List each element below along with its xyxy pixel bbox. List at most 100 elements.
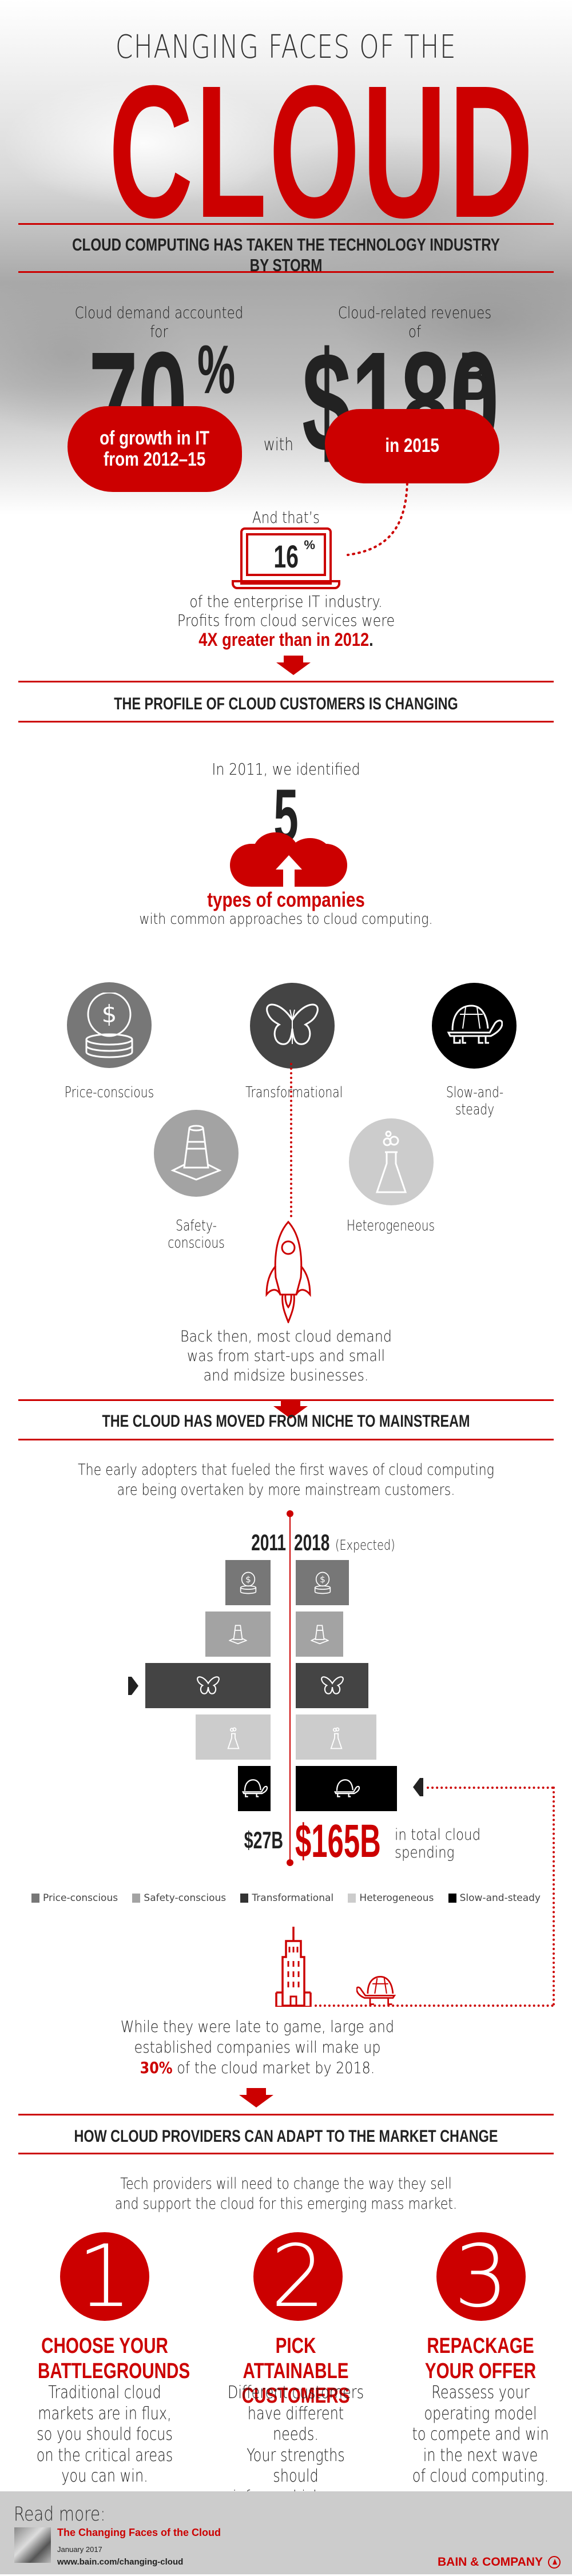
type-label: Slow-and-steady <box>446 1084 504 1118</box>
bar-2018-slow-and-steady <box>296 1766 397 1811</box>
arrow-left-marker <box>413 1778 420 1796</box>
article-link[interactable]: The Changing Faces of the Cloud <box>57 2527 221 2538</box>
year-2011: 2011 <box>251 1530 286 1555</box>
traffic-cone-icon <box>229 1624 247 1644</box>
enterprise-it-text: of the enterprise IT industry. <box>189 592 383 611</box>
bar-2018-heterogeneous <box>296 1714 376 1760</box>
rocket-icon <box>265 1220 311 1323</box>
svg-text:$: $ <box>102 1000 117 1028</box>
bar-2011-safety-conscious <box>205 1612 271 1657</box>
connector-with: with <box>263 435 293 455</box>
divider <box>18 271 554 273</box>
divider <box>18 223 554 225</box>
identified-intro: In 2011, we identified <box>212 760 360 779</box>
turtle-icon <box>241 1779 268 1797</box>
bar-2011-slow-and-steady <box>238 1766 271 1811</box>
laptop-icon: 16 % <box>232 527 340 590</box>
arrow-down-icon <box>239 2088 273 2107</box>
step-1: 1 <box>60 2227 149 2327</box>
butterfly-icon <box>320 1676 344 1694</box>
bar-2011-heterogeneous <box>196 1714 271 1760</box>
turtle-icon <box>447 1005 503 1044</box>
divider <box>18 1399 554 1401</box>
legend-item: Heterogeneous <box>348 1892 434 1904</box>
bain-logo: BAIN & COMPANY <box>438 2555 561 2569</box>
step-2: 2 <box>253 2227 343 2327</box>
footer: Read more: The Changing Faces of the Clo… <box>0 2491 572 2574</box>
expected-note: (Expected) <box>335 1537 395 1553</box>
arrow-left-marker-stem <box>420 1778 423 1796</box>
divider <box>18 1439 554 1440</box>
arrow-right-marker-stem <box>128 1677 132 1695</box>
axis-bottom-dot <box>287 1859 293 1866</box>
red-cloud-2015: in 2015 <box>325 409 499 483</box>
turtle-icon <box>333 1779 360 1797</box>
type-heterogeneous <box>349 1118 434 1205</box>
dotted-connector <box>315 2005 554 2007</box>
section-heading-storm: CLOUD COMPUTING HAS TAKEN THE TECHNOLOGY… <box>72 235 500 275</box>
bar-2011-transformational <box>145 1663 271 1708</box>
mainstream-intro: The early adopters that fueled the first… <box>78 1461 494 1499</box>
4x-highlight: 4X greater than in 2012. <box>198 629 374 650</box>
divider <box>18 681 554 682</box>
traffic-cone-icon <box>170 1125 222 1181</box>
dotted-connector <box>347 477 408 556</box>
axis-top-dot <box>287 1510 293 1517</box>
bar-2011-price-conscious: $ <box>225 1560 271 1605</box>
legend-item: Safety-conscious <box>132 1892 226 1904</box>
step-3: 3 <box>436 2227 526 2327</box>
article-thumbnail[interactable] <box>14 2527 51 2563</box>
chart-legend: Price-conscious Safety-conscious Transfo… <box>31 1892 541 1904</box>
divider <box>18 721 554 723</box>
total-note: in total cloud spending <box>395 1826 481 1862</box>
type-label: Price-conscious <box>64 1084 154 1101</box>
divider <box>18 2153 554 2154</box>
red-cloud-growth: of growth in IT from 2012–15 <box>67 406 242 492</box>
turtle-icon <box>356 1976 396 2005</box>
article-date: January 2017 <box>57 2545 102 2554</box>
bar-2018-safety-conscious <box>296 1612 343 1657</box>
dotted-connector <box>553 1787 555 2006</box>
type-slow-and-steady <box>432 983 517 1069</box>
year-2018: 2018 <box>294 1530 330 1555</box>
article-url[interactable]: www.bain.com/changing-cloud <box>57 2557 184 2567</box>
rocket-text: Back then, most cloud demand was from st… <box>180 1328 392 1384</box>
type-transformational <box>250 983 335 1069</box>
dotted-connector <box>290 1063 292 1217</box>
section-heading-profile: THE PROFILE OF CLOUD CUSTOMERS IS CHANGI… <box>114 694 458 713</box>
legend-item: Transformational <box>240 1892 333 1904</box>
flask-icon <box>375 1130 407 1193</box>
step-number-badge: 2 <box>253 2227 343 2327</box>
svg-text:$: $ <box>320 1574 325 1584</box>
butterfly-icon <box>266 1003 319 1045</box>
stat-demand-intro: Cloud demand accounted for <box>74 303 244 341</box>
type-price-conscious: $ <box>67 982 152 1068</box>
dotted-connector <box>427 1787 554 1789</box>
step-number-badge: 1 <box>60 2227 149 2327</box>
legend-item: Slow-and-steady <box>448 1892 541 1904</box>
skyscraper-icon <box>275 1927 312 2007</box>
bar-2018-transformational <box>296 1663 368 1708</box>
adapt-intro: Tech providers will need to change the w… <box>114 2175 458 2213</box>
flask-icon <box>329 1727 343 1749</box>
bar-2018-price-conscious: $ <box>296 1560 349 1605</box>
legend-item: Price-conscious <box>31 1892 118 1904</box>
total-2011: $27B <box>244 1827 283 1853</box>
type-label: Safety-conscious <box>168 1217 225 1252</box>
arrow-down-icon <box>273 1399 308 1419</box>
coins-icon: $ <box>240 1571 256 1594</box>
and-thats-label: And that’s <box>252 508 320 527</box>
flask-icon <box>227 1727 240 1749</box>
chart-center-axis <box>289 1515 291 1861</box>
type-label: Transformational <box>245 1084 343 1101</box>
svg-text:$: $ <box>245 1574 251 1584</box>
title-line-1: CHANGING FACES OF THE <box>115 29 457 66</box>
divider <box>18 2114 554 2115</box>
total-2018: $165B <box>295 1815 381 1867</box>
coins-icon: $ <box>314 1571 331 1594</box>
